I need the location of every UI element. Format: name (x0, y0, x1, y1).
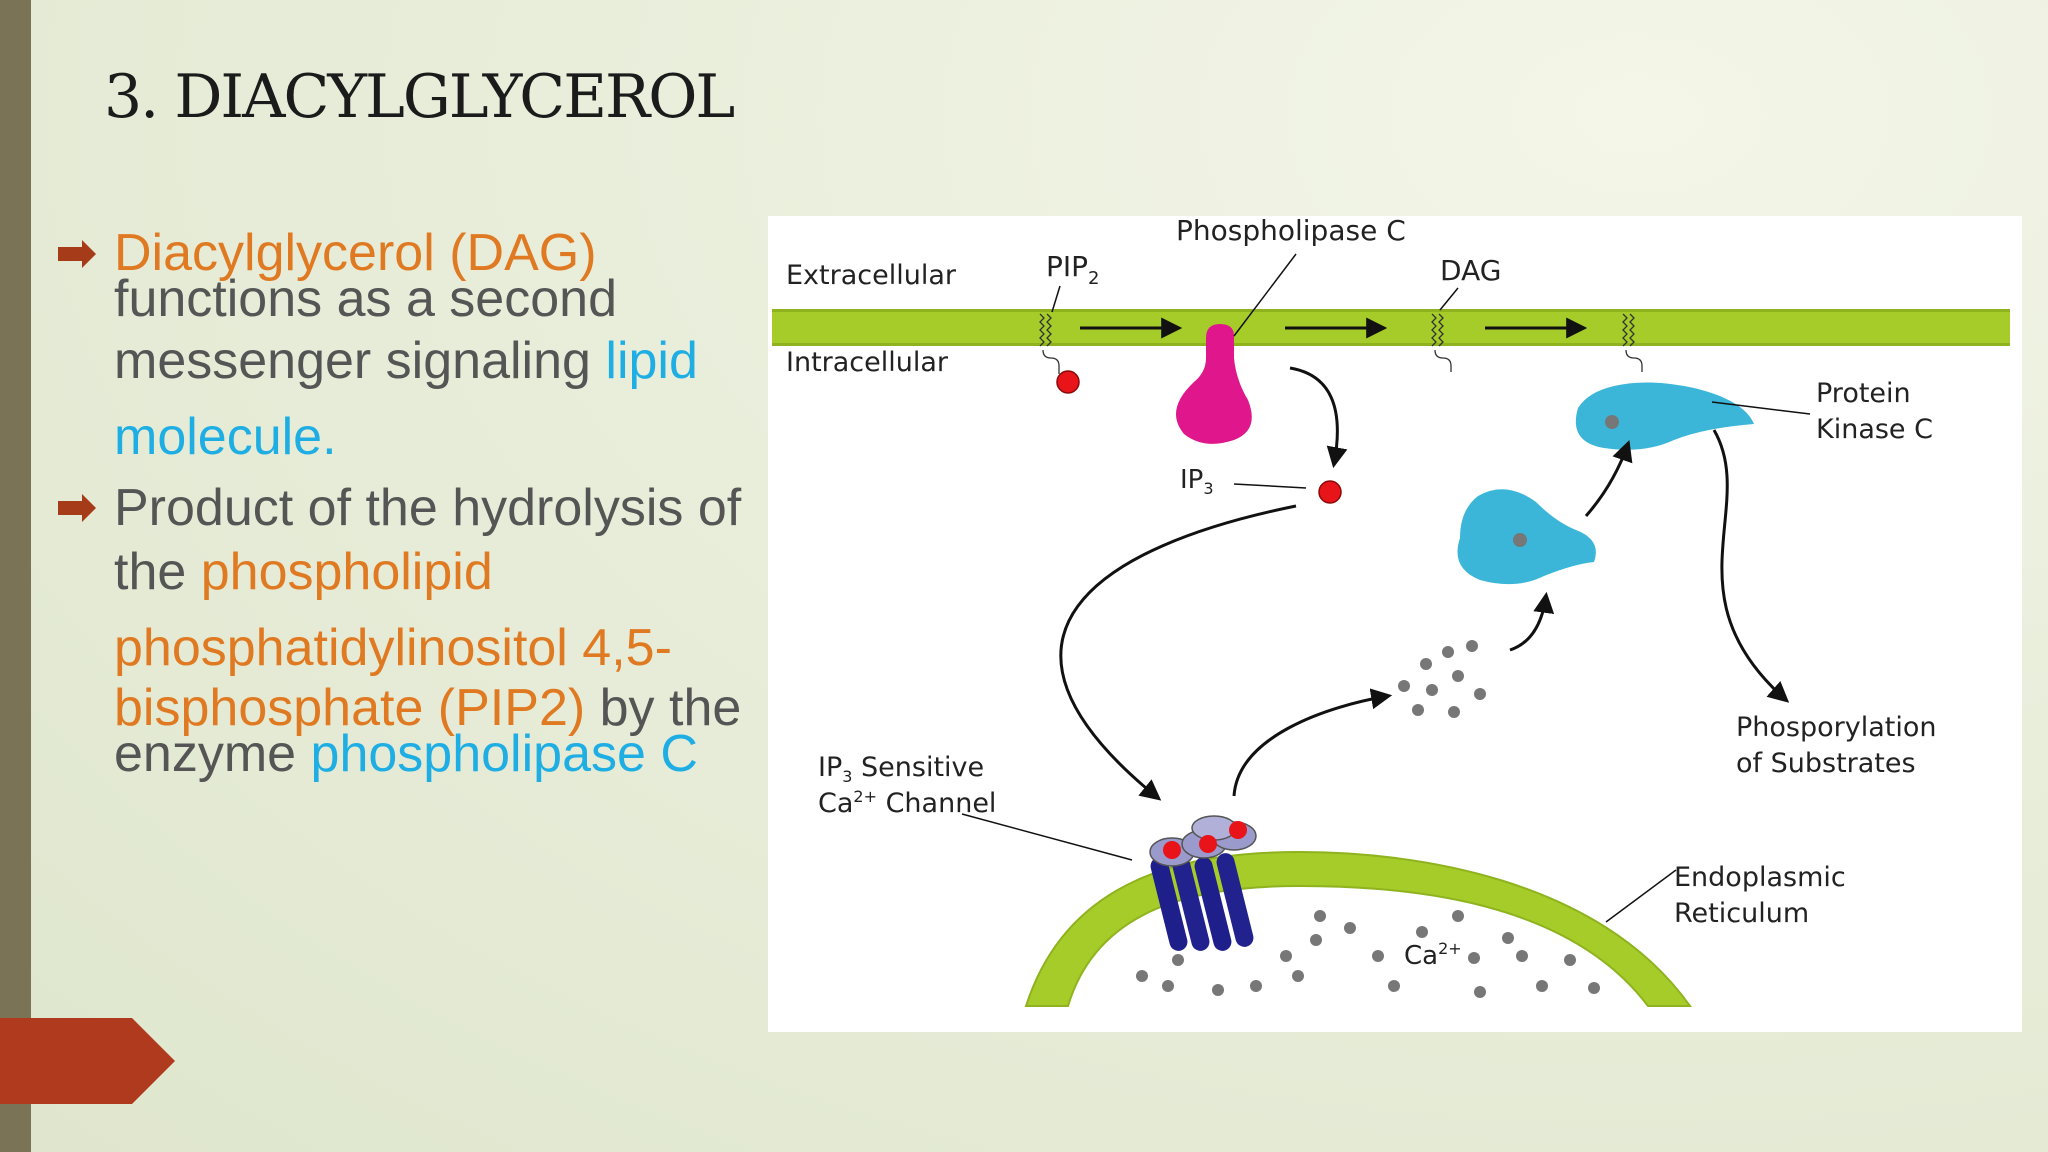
bullet2-line3: phosphatidylinositol 4,5- (114, 619, 672, 677)
bullet1-line2: functions as a second (114, 270, 617, 328)
label-pip2: PIP2 (1046, 250, 1099, 289)
bullet-item-dag-function: Diacylglycerol (DAG) functions as a seco… (58, 222, 758, 468)
bullet2-line5: enzyme phospholipase C (114, 725, 698, 783)
ip3-calcium-channel (1149, 815, 1257, 951)
bullet-arrow-icon (58, 240, 96, 268)
bullet1-line3: messenger signaling lipid (114, 332, 698, 390)
phospholipase-c-enzyme (1176, 324, 1252, 444)
er-calcium-ions (1136, 910, 1600, 998)
plasma-membrane (772, 309, 2010, 346)
label-reticulum: Reticulum (1674, 898, 1809, 929)
dag-lipid-icon (1431, 313, 1452, 372)
pip2-headgroup (1056, 370, 1080, 394)
label-endoplasmic: Endoplasmic (1674, 862, 1846, 893)
ip3-molecule (1318, 480, 1342, 504)
bullet-list: Diacylglycerol (DAG) functions as a seco… (58, 222, 758, 786)
bullet2-line4: bisphosphate (PIP2) by the (114, 679, 742, 737)
label-of-substrates: of Substrates (1736, 748, 1916, 779)
dag-signaling-diagram: Phospholipase C Extracellular PIP2 DAG I… (768, 214, 2022, 1032)
label-intracellular: Intracellular (786, 347, 949, 378)
bullet1-line4: molecule. (114, 408, 337, 466)
label-ip3: IP3 (1180, 465, 1214, 498)
label-protein: Protein (1816, 378, 1911, 409)
bullet2-line2: the phospholipid (114, 543, 493, 601)
bullet-arrow-icon (58, 494, 96, 522)
released-calcium-ions (1398, 640, 1486, 718)
dag-lipid-icon-2 (1622, 313, 1643, 372)
label-er-ca2: Ca2+ (1404, 939, 1462, 971)
label-ip3-sensitive: IP3 Sensitive (818, 752, 984, 786)
bullet1-line1: Diacylglycerol (DAG) (114, 224, 597, 282)
endoplasmic-reticulum (1024, 850, 1692, 1007)
label-kinase-c: Kinase C (1816, 414, 1933, 445)
bullet2-line1: Product of the hydrolysis of (114, 479, 742, 537)
slide-title: 3. DIACYLGLYCEROL (104, 62, 735, 132)
bullet-item-pip2-hydrolysis: Product of the hydrolysis of the phospho… (58, 476, 758, 786)
label-phospholipase-c: Phospholipase C (1176, 216, 1406, 247)
slide-left-bar (0, 0, 31, 1152)
next-arrow-icon[interactable] (0, 1018, 175, 1104)
label-phosporylation: Phosporylation (1736, 712, 1936, 743)
label-extracellular: Extracellular (786, 260, 957, 291)
label-dag: DAG (1440, 254, 1501, 287)
protein-kinase-c-cytosol (1457, 489, 1596, 585)
protein-kinase-c-membrane (1575, 382, 1754, 450)
label-ca2-channel: Ca2+ Channel (818, 787, 996, 819)
pip2-lipid-icon (1039, 313, 1060, 374)
